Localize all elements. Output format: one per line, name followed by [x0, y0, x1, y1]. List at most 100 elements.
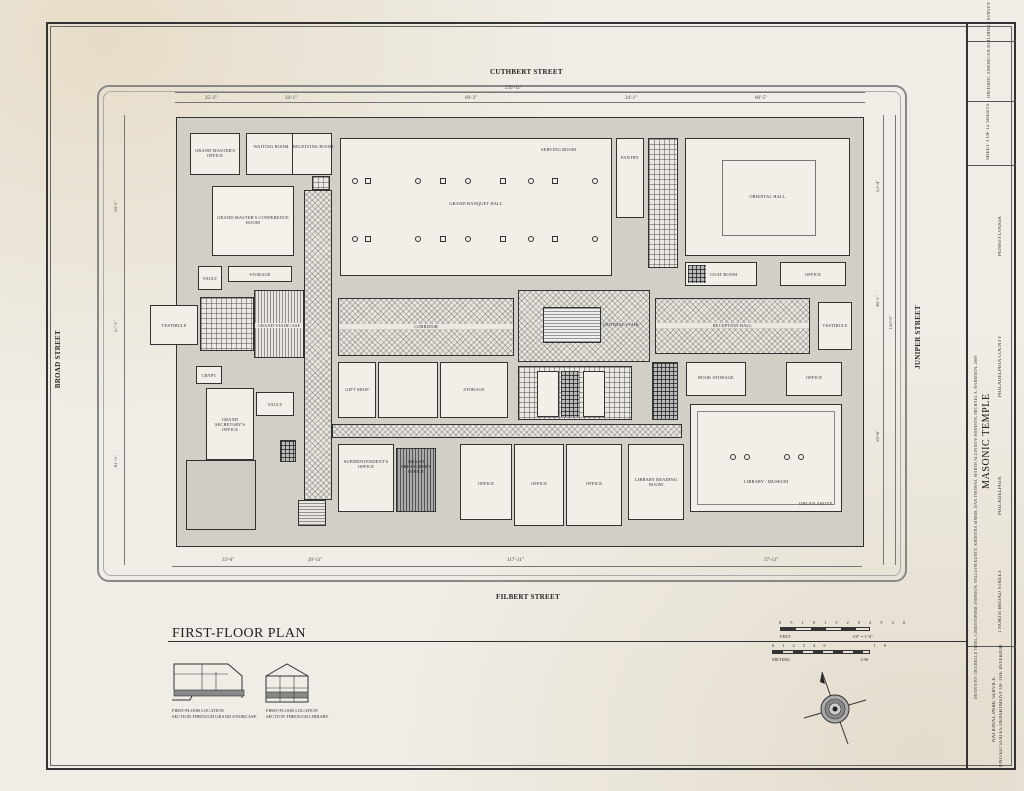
- column: [465, 236, 471, 242]
- toilet-grid: [688, 265, 706, 283]
- section-1-line-1: FIRST-FLOOR LOCATION: [172, 708, 224, 713]
- agency-nps: NATIONAL PARK SERVICE: [992, 676, 997, 742]
- city-name: PHILADELPHIA: [998, 476, 1003, 516]
- sheet-inner-border: [50, 26, 1012, 766]
- room-toilet-sw: [280, 440, 296, 462]
- section-1-line-2: SECTION THROUGH GRAND STAIRCASE: [172, 714, 257, 719]
- corridor-north-south: [304, 190, 332, 500]
- building-name: MASONIC TEMPLE: [981, 393, 992, 489]
- room-sw-tower: [186, 460, 256, 530]
- column: [552, 178, 558, 184]
- dim-right-1: 53'-4": [876, 180, 881, 193]
- site-boundary-inner: [103, 91, 901, 576]
- room-library-reading: LIBRARY READING ROOM: [628, 444, 684, 520]
- library-inner-border: [697, 411, 835, 505]
- room-corridor: CORRIDOR: [338, 298, 514, 356]
- room-storage-1: STORAGE: [228, 266, 292, 282]
- street-south: FILBERT STREET: [496, 593, 560, 601]
- dim-line-left: [124, 115, 125, 565]
- room-entry-hall: [200, 297, 254, 351]
- room-vestibule-west: VESTIBULE: [150, 305, 198, 345]
- column: [500, 236, 506, 242]
- dim-top-overall: 235'-11": [505, 86, 522, 91]
- feet-ratio: 1/8" = 1'-0": [852, 634, 874, 639]
- room-superintendents-office: SUPERINTENDENT'S OFFICE: [338, 444, 394, 512]
- agency-doi: UNITED STATES DEPARTMENT OF THE INTERIOR: [999, 644, 1004, 767]
- tb-agency-cell: NATIONAL PARK SERVICE UNITED STATES DEPA…: [968, 644, 1016, 770]
- dim-top-2: 34'-1": [285, 96, 298, 101]
- room-office-2: OFFICE: [514, 444, 564, 526]
- column: [365, 178, 371, 184]
- dim-top-4: 24'-1": [625, 96, 638, 101]
- dim-line-top: [175, 102, 865, 103]
- room-pantry: PANTRY: [616, 138, 644, 218]
- room-service-corridor: [648, 138, 678, 268]
- dim-left-2: 27'-1": [114, 320, 119, 333]
- dim-line-right: [883, 115, 884, 565]
- restroom-2: [583, 371, 605, 417]
- column: [528, 178, 534, 184]
- room-vault-2: VAULT: [256, 392, 294, 416]
- room-reception-hall: RECEPTION HALL: [655, 298, 810, 354]
- column: [500, 178, 506, 184]
- room-central-stair-hall: CENTRAL STAIR: [518, 290, 650, 362]
- room-office-ne: OFFICE: [780, 262, 846, 286]
- feet-ticks: 051015202530: [779, 620, 914, 625]
- room-oriental-hall: ORIENTAL HALL: [685, 138, 850, 256]
- column: [352, 236, 358, 242]
- room-grand-secretarys-office: GRAND SECRETARY'S OFFICE: [206, 388, 254, 460]
- dim-left-3: 61'-5": [114, 455, 119, 468]
- column: [440, 236, 446, 242]
- dim-top-5: 60'-5": [755, 96, 768, 101]
- room-waiting: WAITING ROOM: [246, 133, 296, 175]
- meter-scale-bar: [772, 650, 870, 654]
- dim-line-right-overall: [895, 115, 896, 565]
- room-coat: COAT ROOM: [685, 262, 757, 286]
- meters-label: METERS: [772, 657, 790, 662]
- room-office-e: OFFICE: [786, 362, 842, 396]
- meters-ratio: 1:96: [860, 657, 869, 662]
- room-vault-1: VAULT: [198, 266, 222, 290]
- column: [352, 178, 358, 184]
- room-storage-2: STORAGE: [440, 362, 508, 418]
- state-name: PENNSYLVANIA: [998, 216, 1003, 256]
- dim-bottom-1: 33'-6": [222, 558, 235, 563]
- restroom-1: [537, 371, 559, 417]
- central-stair-flights: [543, 307, 601, 343]
- column: [415, 178, 421, 184]
- room-library-museum: LIBRARY / MUSEUM ORGAN ABOVE: [690, 404, 842, 512]
- street-west: BROAD STREET: [54, 330, 62, 389]
- room-restrooms: [518, 366, 632, 420]
- column: [784, 454, 790, 460]
- room-office-1: OFFICE: [460, 444, 512, 520]
- sheet-border: [46, 22, 1016, 770]
- sheet-number: SHEET 3 OF 12 SHEETS: [986, 103, 991, 160]
- column: [365, 236, 371, 242]
- tb-corner: [968, 22, 1016, 42]
- plan-title-rule: [168, 641, 968, 642]
- column: [528, 236, 534, 242]
- dim-right-3: 59'-6": [876, 430, 881, 443]
- title-block: HISTORIC AMERICAN BUILDINGS SURVEY PA-16…: [966, 0, 1016, 770]
- plan-title: FIRST-FLOOR PLAN: [172, 626, 306, 641]
- dim-left-1: 59'-1": [114, 200, 119, 213]
- room-grand-staircase: GRAND STAIRCASE: [254, 290, 304, 358]
- dim-line-bottom: [172, 566, 862, 567]
- county-name: PHILADELPHIA COUNTY: [998, 335, 1003, 397]
- column: [552, 236, 558, 242]
- room-vestibule-east: VESTIBULE: [818, 302, 852, 350]
- site-boundary: [97, 85, 907, 582]
- column: [592, 178, 598, 184]
- dim-top-1: 25'-3": [205, 96, 218, 101]
- column: [415, 236, 421, 242]
- corridor-east-west: [332, 424, 682, 438]
- feet-label: FEET: [780, 634, 791, 639]
- room-grand-masters-conference: GRAND MASTER'S CONFERENCE ROOM: [212, 186, 294, 256]
- room-toilet-nw: [312, 176, 330, 190]
- column: [744, 454, 750, 460]
- room-grand-treasurers-office: GRAND TREASURER'S OFFICE: [396, 448, 436, 512]
- tb-survey-cell: HISTORIC AMERICAN BUILDINGS SURVEY PA-16…: [968, 0, 1016, 102]
- column: [592, 236, 598, 242]
- room-receiving: RECEIVING ROOM: [292, 133, 333, 175]
